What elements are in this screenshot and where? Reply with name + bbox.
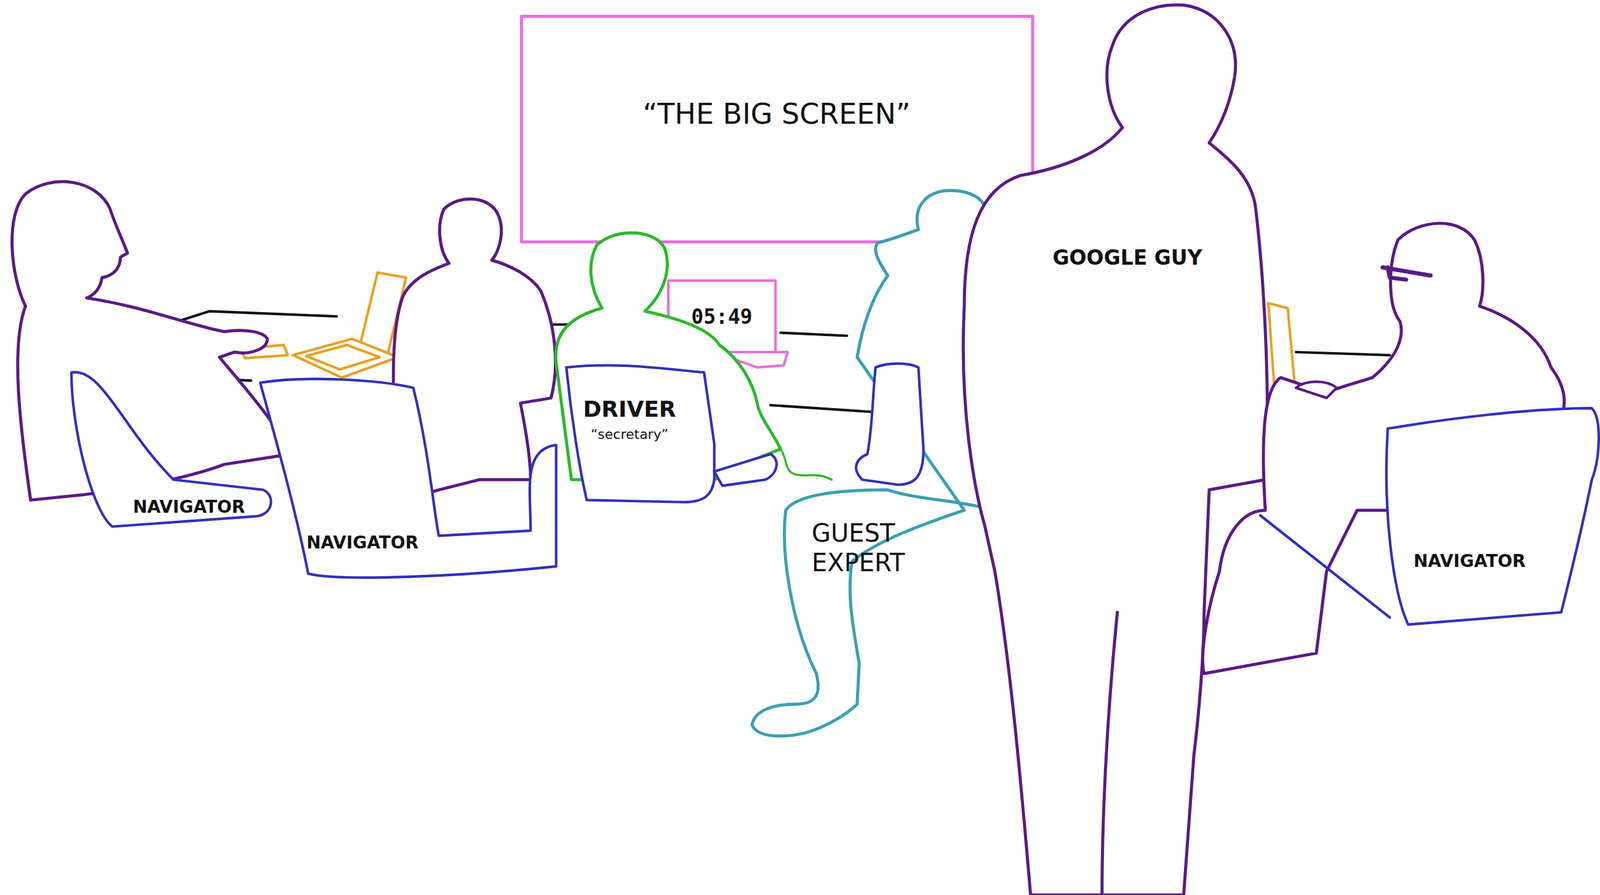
person-navigator [12,181,292,500]
chair [856,363,924,485]
role-label: NAVIGATOR [1413,550,1526,572]
chair-arm [1260,515,1391,618]
chair [566,364,714,502]
chair [71,372,271,527]
role-note: “secretary” [590,426,669,443]
hand [714,454,777,486]
role-label: GOOGLE GUY [1052,245,1202,271]
role-label: NAVIGATOR [132,496,245,518]
role-label: NAVIGATOR [306,532,419,554]
hand [1296,381,1337,399]
role-label: DRIVER [582,395,676,423]
chair [260,379,557,578]
cable [780,448,832,480]
person-google-guy [963,4,1268,895]
glasses [1382,267,1431,280]
laptop-base [292,338,399,378]
person-guest-expert [752,190,996,736]
node-text: “THE BIG SCREEN” [642,97,911,131]
leg-line [1102,612,1118,895]
node-text: 05:49 [691,304,752,329]
chair [1386,408,1599,624]
laptop-timer: 05:49 [670,283,773,350]
role-label: GUEST EXPERT [811,518,954,578]
screen-box: “THE BIG SCREEN” [523,18,1031,210]
